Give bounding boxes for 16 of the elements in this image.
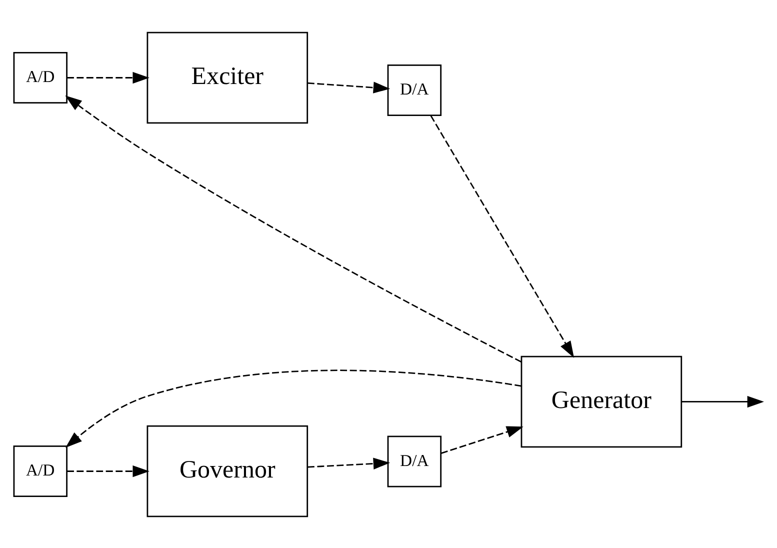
arrow: [440, 426, 524, 454]
arrow: [682, 395, 764, 408]
node-box: A/D: [13, 445, 68, 496]
arrow: [67, 464, 150, 477]
arrow: [430, 114, 574, 358]
node-box: A/D: [13, 52, 68, 103]
node-box: Generator: [520, 355, 682, 448]
arrow: [307, 457, 390, 469]
node-box: D/A: [387, 435, 442, 487]
node-box: D/A: [387, 64, 442, 116]
arrow: [67, 71, 150, 84]
arrow: [65, 369, 522, 448]
node-box: Governor: [146, 424, 308, 517]
arrow: [65, 95, 522, 362]
arrow: [307, 81, 390, 93]
node-box: Exciter: [146, 31, 308, 124]
